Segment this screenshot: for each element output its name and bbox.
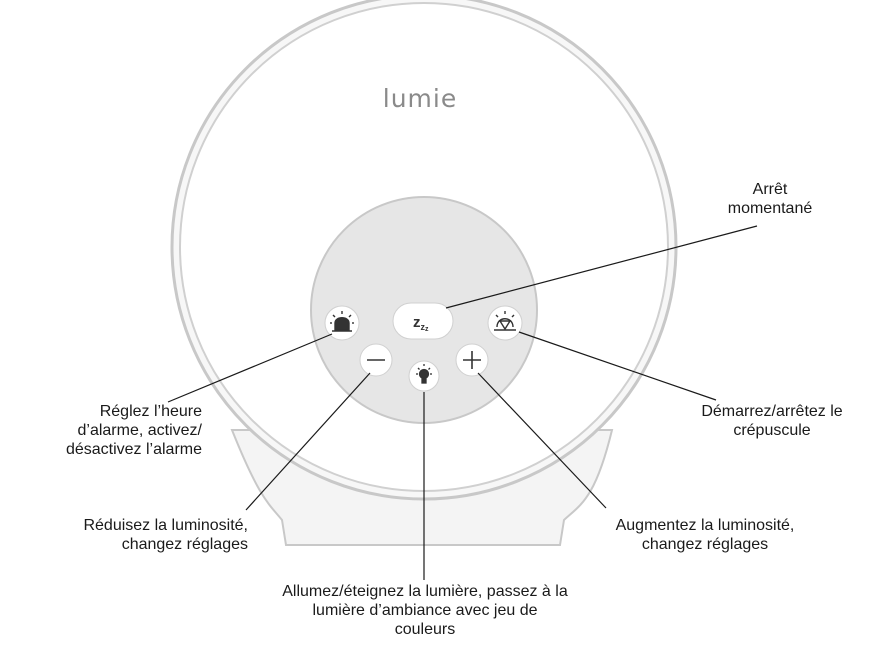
callout-light-line-3: couleurs bbox=[394, 621, 456, 638]
callout-alarm-line-1: Réglez l’heure bbox=[99, 403, 202, 420]
leader-lines bbox=[167, 225, 758, 580]
callout-snooze-line-2: momentané bbox=[727, 200, 813, 217]
leader-minus bbox=[245, 372, 371, 511]
callout-light: Allumez/éteignez la lumière, passez à la… bbox=[235, 582, 615, 639]
leader-snooze bbox=[445, 225, 758, 309]
callout-light-line-1: Allumez/éteignez la lumière, passez à la bbox=[282, 583, 568, 600]
callout-alarm-line-2: d’alarme, activez/ bbox=[77, 422, 203, 439]
leader-dusk bbox=[518, 331, 717, 401]
plus-icon bbox=[463, 351, 481, 369]
callout-alarm-line-3: désactivez l’alarme bbox=[65, 441, 202, 458]
light-bulb-icon bbox=[416, 364, 432, 384]
callout-minus-line-2: changez réglages bbox=[121, 536, 248, 553]
leader-plus bbox=[477, 372, 607, 509]
callout-light-line-2: lumière d’ambiance avec jeu de bbox=[312, 602, 538, 619]
plus-button[interactable] bbox=[455, 343, 489, 377]
callout-plus-line-1: Augmentez la luminosité, bbox=[615, 517, 795, 534]
callout-plus-line-2: changez réglages bbox=[641, 536, 769, 553]
sunset-icon bbox=[494, 311, 516, 331]
light-button[interactable] bbox=[408, 360, 440, 392]
leader-alarm bbox=[167, 333, 333, 403]
callout-dusk-line-2: crépuscule bbox=[733, 422, 811, 439]
callout-dusk-line-1: Démarrez/arrêtez le bbox=[701, 403, 843, 420]
callout-snooze: Arrêt momentané bbox=[725, 180, 815, 218]
callout-dusk: Démarrez/arrêtez le crépuscule bbox=[672, 402, 871, 440]
callout-snooze-line-1: Arrêt bbox=[752, 181, 788, 198]
dusk-button[interactable] bbox=[487, 305, 523, 341]
brand-logo: lumie bbox=[382, 84, 458, 113]
snooze-button[interactable]: zzz bbox=[392, 302, 454, 340]
callout-minus: Réduisez la luminosité, changez réglages bbox=[2, 516, 248, 554]
callout-alarm: Réglez l’heure d’alarme, activez/ désact… bbox=[2, 402, 202, 459]
alarm-bell-icon bbox=[330, 311, 354, 332]
callout-plus: Augmentez la luminosité, changez réglage… bbox=[580, 516, 830, 554]
minus-button[interactable] bbox=[359, 343, 393, 377]
callout-minus-line-1: Réduisez la luminosité, bbox=[83, 517, 248, 534]
alarm-button[interactable] bbox=[324, 305, 360, 341]
